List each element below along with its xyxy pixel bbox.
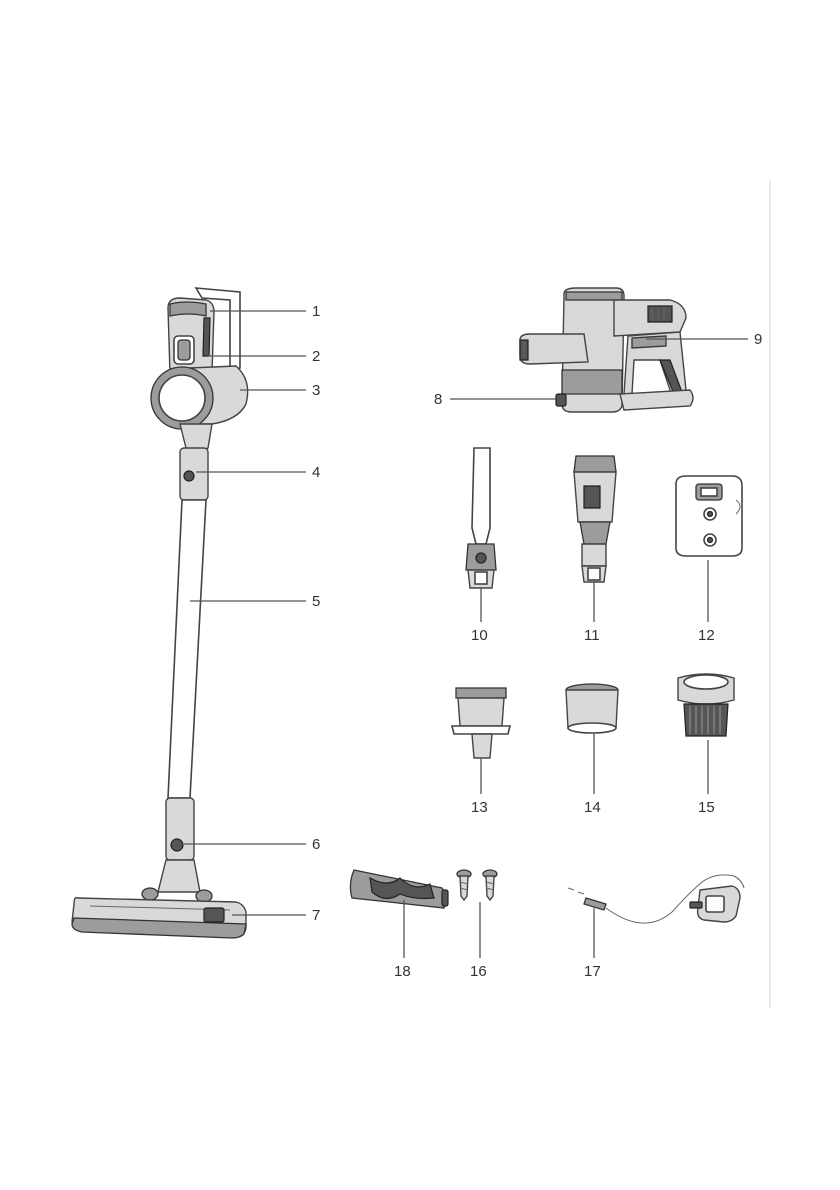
label-part-10: 10 bbox=[471, 627, 488, 644]
sponge-filter bbox=[566, 684, 618, 733]
label-part-14: 14 bbox=[584, 799, 601, 816]
label-part-17: 17 bbox=[584, 963, 601, 980]
label-part-6: 6 bbox=[312, 836, 320, 853]
label-part-8: 8 bbox=[434, 391, 442, 408]
label-part-15: 15 bbox=[698, 799, 715, 816]
label-part-12: 12 bbox=[698, 627, 715, 644]
label-part-5: 5 bbox=[312, 593, 320, 610]
label-part-18: 18 bbox=[394, 963, 411, 980]
crevice-tool bbox=[466, 448, 496, 588]
label-part-7: 7 bbox=[312, 907, 320, 924]
label-part-13: 13 bbox=[471, 799, 488, 816]
label-part-11: 11 bbox=[584, 627, 600, 644]
label-part-16: 16 bbox=[470, 963, 487, 980]
wall-mount bbox=[676, 476, 742, 556]
label-part-4: 4 bbox=[312, 464, 320, 481]
brush-tool bbox=[574, 456, 616, 582]
handheld-unit bbox=[520, 288, 693, 412]
label-part-2: 2 bbox=[312, 348, 320, 365]
label-part-1: 1 bbox=[312, 303, 320, 320]
label-part-3: 3 bbox=[312, 382, 320, 399]
hepa-filter bbox=[678, 674, 734, 736]
label-part-9: 9 bbox=[754, 331, 762, 348]
adapter bbox=[452, 688, 510, 758]
stick-vacuum-assembled bbox=[72, 288, 248, 938]
roller-brush bbox=[350, 870, 448, 908]
screws bbox=[457, 870, 497, 900]
